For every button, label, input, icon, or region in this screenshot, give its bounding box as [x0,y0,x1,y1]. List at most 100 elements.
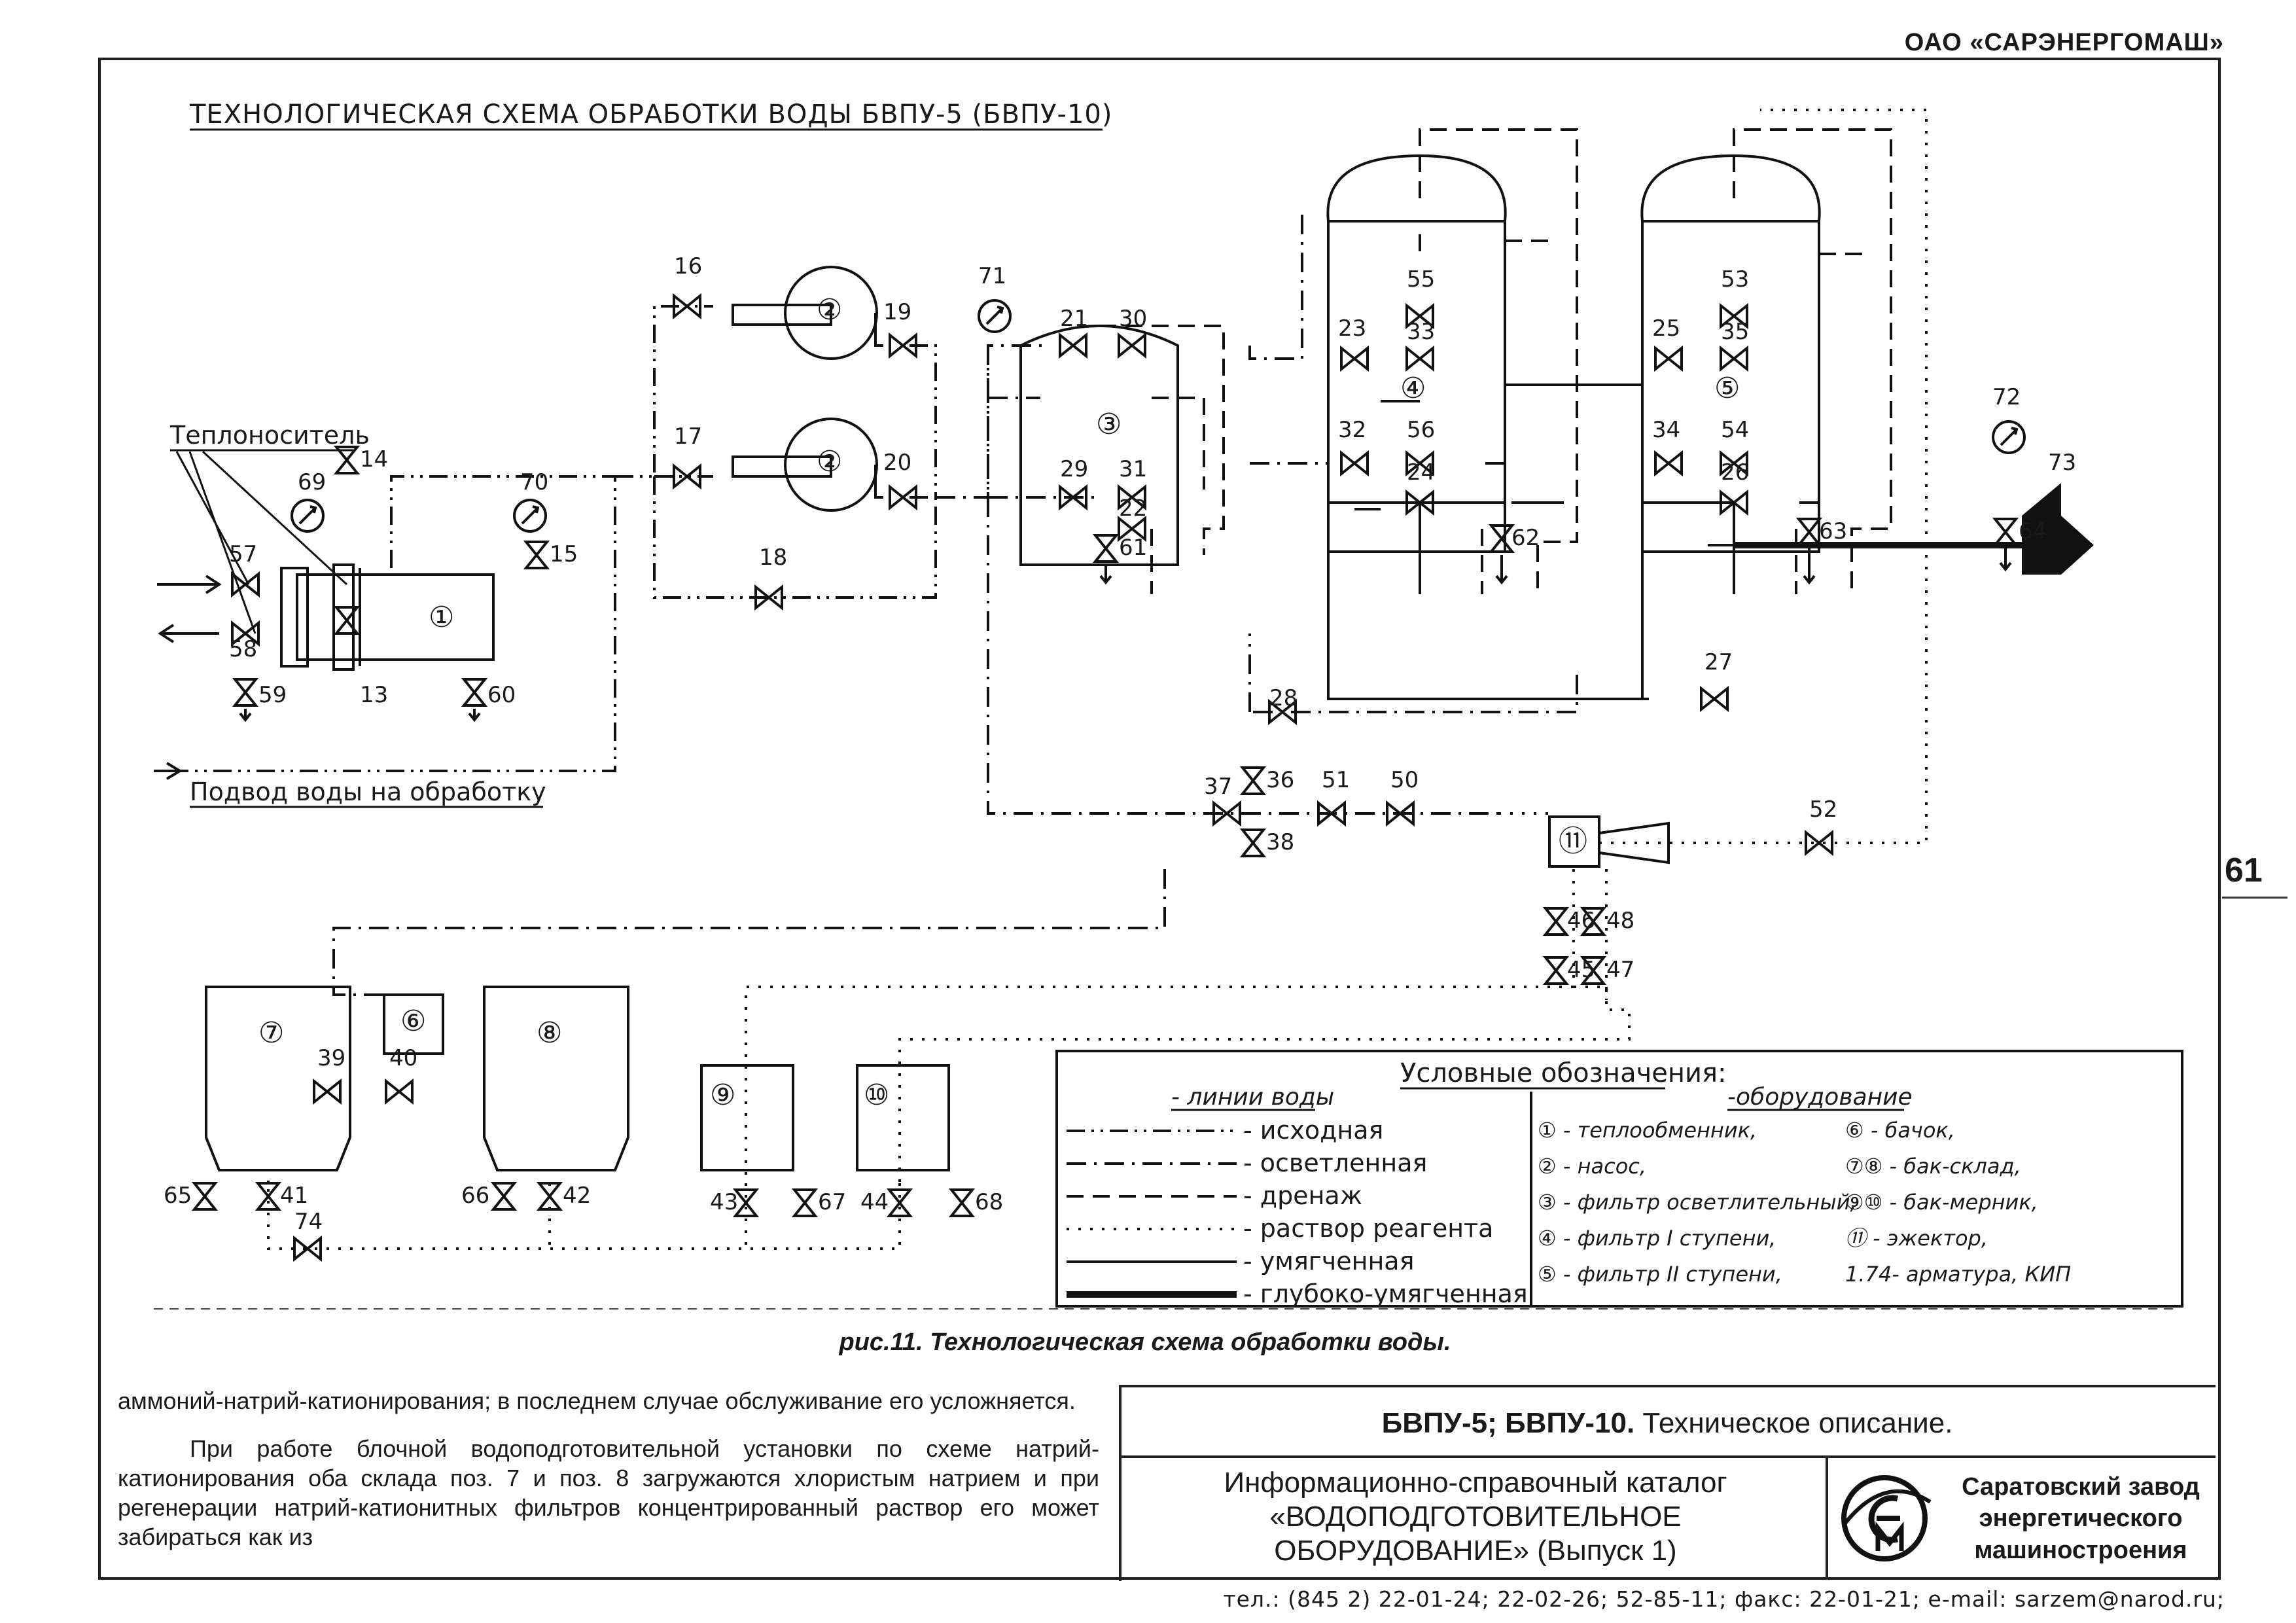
valve-tag: 56 [1407,417,1435,443]
legend-line-label: - дренаж [1243,1181,1362,1210]
catalog-line: ОБОРУДОВАНИЕ» (Выпуск 1) [1274,1534,1677,1567]
valve-tag: 47 [1606,957,1634,983]
valve-tag: 28 [1269,685,1298,711]
water-inlet-label: Подвод воды на обработку [190,777,546,806]
factory-name: Саратовский завод энергетического машино… [1943,1471,2218,1566]
valve-tag: 25 [1652,315,1680,342]
measuring-tank-10 [856,1064,950,1171]
catalog-line: «ВОДОПОДГОТОВИТЕЛЬНОЕ [1269,1500,1682,1533]
valve-tag: 22 [1119,495,1147,522]
valve-tag: 33 [1407,319,1435,345]
marker-10: ⑩ [864,1079,889,1112]
catalog-line: Информационно-справочный каталог [1224,1467,1727,1499]
legend-box [1055,1050,2183,1308]
valve-tag: 38 [1266,829,1294,855]
legend-equipment-item: ② - насос, [1538,1154,1646,1179]
legend-equipment-header: -оборудование [1727,1084,1913,1111]
figure-caption: рис.11. Технологическая схема обработки … [839,1329,1451,1356]
marker-9: ⑨ [710,1079,735,1112]
valve-tag: 73 [2048,450,2076,476]
legend-equipment-item: ⑦⑧ - бак-склад, [1845,1154,2021,1179]
valve-tag: 51 [1322,767,1350,793]
valve-tag: 20 [883,450,911,476]
legend-title: Условные обозначения: [1400,1058,1727,1088]
valve-tag: 53 [1721,266,1749,293]
valve-tag: 69 [298,469,326,495]
valve-tag: 41 [280,1183,308,1209]
marker-2a: ② [817,293,842,327]
catalog-title: Информационно-справочный каталог «ВОДОПО… [1125,1466,1826,1568]
valve-tag: 24 [1407,459,1435,486]
valve-tag: 34 [1652,417,1680,443]
valve-tag: 72 [1992,384,2021,410]
legend-equipment-item: ⑥ - бачок, [1845,1118,1955,1143]
legend-line-label: - раствор реагента [1243,1214,1493,1243]
heat-exchanger [296,573,495,661]
valve-tag: 42 [563,1183,591,1209]
legend-equipment-item: ⑤ - фильтр II ступени, [1538,1262,1782,1287]
process-diagram: ТЕХНОЛОГИЧЕСКАЯ СХЕМА ОБРАБОТКИ ВОДЫ БВП… [154,99,2183,1310]
title-separator [1119,1455,2216,1458]
valve-tag: 74 [294,1209,323,1235]
company-name: ОАО «САРЭНЕРГОМАШ» [1904,29,2224,56]
legend-line-label: - глубоко-умягченная [1243,1279,1528,1308]
clarifier-filter [1019,325,1179,566]
valve-tag: 29 [1060,456,1088,482]
valve-tag: 21 [1060,306,1088,332]
valve-tag: 54 [1721,417,1749,443]
paragraph: аммоний-натрий-катионирования; в последн… [118,1387,1076,1414]
valve-tag: 30 [1119,306,1147,332]
page-number: 61 [2225,851,2263,889]
valve-tag: 27 [1704,649,1733,675]
heat-carrier-label: Теплоноситель [169,421,370,450]
page-frame [98,58,2221,1580]
valve-tag: 50 [1390,767,1419,793]
filter-stage-1 [1326,154,1507,553]
marker-2b: ② [817,445,842,478]
factory-line: Саратовский завод [1962,1473,2200,1501]
factory-line: энергетического [1979,1505,2183,1533]
document-title-bold: БВПУ-5; БВПУ-10. [1381,1407,1635,1439]
valve-tag: 36 [1266,767,1294,793]
valve-tag: 23 [1338,315,1366,342]
valve-tag: 59 [258,682,287,708]
output-arrow [2022,483,2094,575]
logo-separator [1826,1455,1828,1580]
valve-tag: 63 [1819,518,1847,544]
marker-3: ③ [1096,408,1122,441]
valve-tag: 26 [1721,459,1749,486]
document-title-rest: Техническое описание. [1634,1407,1953,1439]
valve-tag: 44 [860,1189,889,1215]
filter-stage-2 [1640,154,1821,553]
company-logo [1841,1475,1932,1561]
valve-tag: 17 [674,423,702,450]
valve-tag: 37 [1204,774,1232,800]
valve-tag: 68 [975,1189,1003,1215]
valve-tag: 48 [1606,908,1634,934]
contacts: тел.: (845 2) 22-01-24; 22-02-26; 52-85-… [1223,1586,2225,1612]
valve-tag: 64 [2019,518,2047,544]
document-title: БВПУ-5; БВПУ-10. Техническое описание. [1119,1407,2216,1440]
legend-equipment-item: ⑨⑩ - бак-мерник, [1845,1190,2038,1215]
small-tank-6 [383,993,444,1055]
legend-equipment-item: 1.74- арматура, КИП [1845,1262,2071,1287]
valve-tag: 65 [164,1183,192,1209]
paragraph: При работе блочной водоподготовительной … [118,1435,1099,1550]
measuring-tank-9 [700,1064,794,1171]
valve-tag: 46 [1567,908,1595,934]
valve-tag: 35 [1721,319,1749,345]
valve-tag: 18 [759,544,787,571]
valve-tag: 55 [1407,266,1435,293]
marker-7: ⑦ [258,1016,284,1050]
valve-tag: 62 [1511,525,1540,551]
body-text: аммоний-натрий-катионирования; в последн… [118,1386,1099,1552]
legend-equipment-item: ① - теплообменник, [1538,1118,1757,1143]
marker-8: ⑧ [537,1016,562,1050]
marker-6: ⑥ [400,1005,426,1038]
title-block [1119,1385,2216,1581]
valve-tag: 70 [520,469,548,495]
legend-line-label: - осветленная [1243,1149,1427,1177]
valve-tag: 61 [1119,535,1147,561]
legend-line-label: - умягченная [1243,1247,1414,1275]
valve-tag: 71 [978,263,1006,289]
